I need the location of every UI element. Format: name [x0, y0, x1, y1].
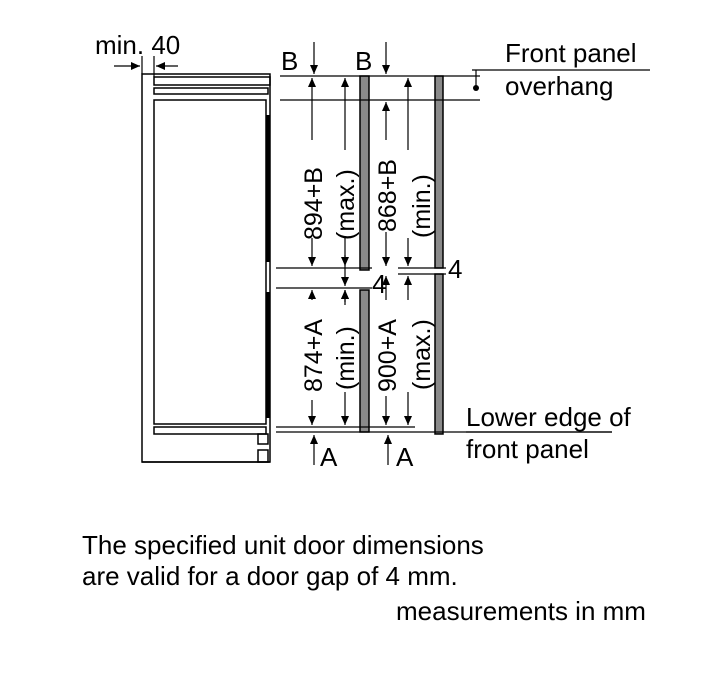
upper-min-note: (min.)	[408, 174, 436, 238]
overhang-dot	[473, 85, 479, 91]
top-strip	[153, 76, 271, 86]
lower-edge-label: Lower edge of	[466, 402, 632, 432]
dimension-arrows	[114, 42, 412, 465]
min-gap-label: min. 40	[95, 30, 180, 60]
upper-max-dimension: 894+B	[300, 167, 328, 240]
lower-door-panel-center	[359, 289, 370, 433]
lower-max-dimension: 900+A	[374, 319, 402, 392]
foot-lower	[257, 449, 269, 463]
cabinet-panel	[153, 99, 267, 425]
gap-right-label: 4	[448, 254, 462, 284]
door-gap-note-line2: are valid for a door gap of 4 mm.	[82, 561, 458, 591]
gap-center-label: 4	[372, 269, 386, 299]
a-label-left: A	[320, 442, 338, 472]
b-label-left: B	[281, 46, 298, 76]
upper-min-dimension: 868+B	[374, 159, 402, 232]
reference-lines	[276, 69, 650, 433]
upper-max-note: (max.)	[332, 169, 360, 240]
appliance-outline	[141, 73, 271, 463]
lower-max-note: (max.)	[408, 319, 436, 390]
upper-door-panel-center	[359, 75, 370, 271]
appliance-body	[141, 73, 271, 463]
front-panel-label: Front panel	[505, 38, 637, 68]
b-label-right: B	[355, 46, 372, 76]
overhang-label: overhang	[505, 71, 613, 101]
lower-door-panel-right	[434, 273, 444, 435]
a-label-right: A	[396, 442, 414, 472]
lower-min-note: (min.)	[332, 326, 360, 390]
units-note: measurements in mm	[396, 596, 646, 626]
bottom-strip	[153, 426, 267, 435]
lower-min-dimension: 874+A	[300, 319, 328, 392]
top-strip-inner	[153, 87, 269, 95]
upper-door-panel-right	[434, 75, 444, 269]
front-panel-lower-label: front panel	[466, 434, 589, 464]
door-gap-note-line1: The specified unit door dimensions	[82, 530, 484, 560]
foot-upper	[257, 433, 269, 445]
